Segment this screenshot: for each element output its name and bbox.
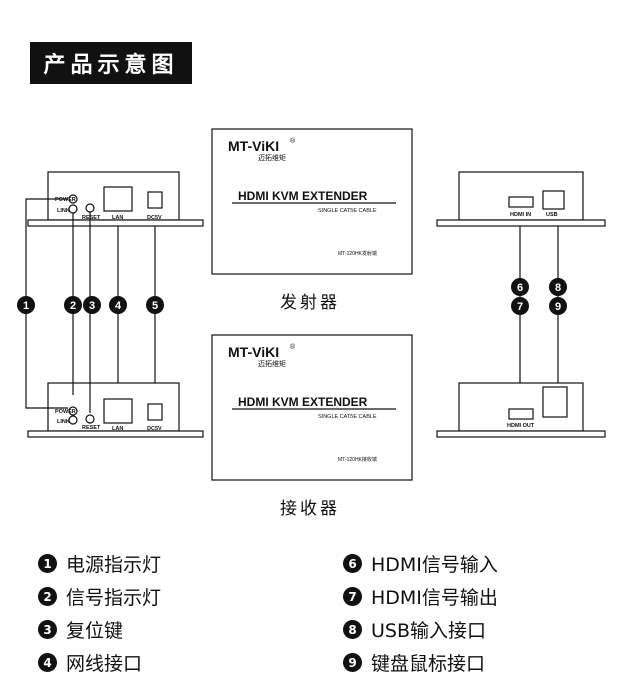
legend-item-8: 8 USB输入接口	[343, 616, 486, 643]
reset-button-bottom	[85, 414, 95, 424]
callout-8: 8	[555, 282, 561, 294]
cable-label-top: SINGLE CAT5E CABLE	[318, 208, 377, 214]
legend-text: 键盘鼠标接口	[371, 653, 486, 675]
sender-right-body	[458, 171, 584, 221]
product-name-top: HDMI KVM EXTENDER	[238, 189, 368, 203]
brand-reg-top: ®	[290, 137, 296, 145]
legend-num: 9	[343, 653, 362, 672]
sender-caption: 发射器	[280, 293, 340, 313]
reset-label-bottom: RESET	[82, 425, 101, 431]
product-name-bottom: HDMI KVM EXTENDER	[238, 395, 368, 409]
legend-num: 8	[343, 620, 362, 639]
legend-num: 7	[343, 587, 362, 606]
lan-label-bottom: LAN	[112, 426, 123, 432]
brand-logo-top: MT-ViKI	[228, 138, 279, 154]
hdmi-in-port	[508, 196, 534, 208]
dc-port-bottom	[147, 403, 163, 421]
legend-text: 复位键	[66, 620, 124, 642]
legend-num: 6	[343, 554, 362, 573]
power-led-top	[68, 194, 78, 204]
legend-item-3: 3 复位键	[38, 616, 123, 643]
lan-label-top: LAN	[112, 215, 123, 221]
sender-left-plate	[27, 219, 204, 227]
usb-label: USB	[546, 212, 558, 218]
receiver-left-plate	[27, 430, 204, 438]
brand-sub-bottom: 迈拓维矩	[258, 359, 286, 368]
power-led-bottom	[68, 406, 78, 416]
callout-2: 2	[70, 300, 76, 312]
brand-sub-top: 迈拓维矩	[258, 153, 286, 162]
brand-reg-bottom: ®	[290, 343, 296, 351]
legend-item-7: 7 HDMI信号输出	[343, 583, 498, 610]
legend-text: HDMI信号输入	[371, 554, 498, 576]
legend-num: 3	[38, 620, 57, 639]
link-label-bottom: LINK	[57, 419, 70, 425]
lan-port-bottom	[103, 398, 133, 424]
usb-port	[542, 190, 565, 210]
receiver-caption: 接收器	[280, 499, 340, 519]
legend-num: 1	[38, 554, 57, 573]
legend-num: 4	[38, 653, 57, 672]
hdmi-out-label: HDMI OUT	[507, 423, 535, 429]
legend-text: USB输入接口	[371, 620, 487, 642]
hdmi-in-label: HDMI IN	[510, 212, 531, 218]
brand-logo-bottom: MT-ViKI	[228, 344, 279, 360]
receiver-box	[211, 334, 413, 481]
power-label-bottom: POWER	[55, 409, 76, 415]
callout-4: 4	[115, 300, 122, 312]
callout-7: 7	[517, 301, 523, 313]
legend-item-4: 4 网线接口	[38, 649, 142, 676]
legend-item-9: 9 键盘鼠标接口	[343, 649, 485, 676]
callout-6: 6	[517, 282, 523, 294]
legend-text: HDMI信号输出	[371, 587, 498, 609]
legend-item-1: 1 电源指示灯	[38, 550, 161, 577]
receiver-right-body	[458, 382, 584, 432]
sender-box	[211, 128, 413, 275]
sender-model: MT-120HK发射端	[338, 250, 377, 257]
reset-label-top: RESET	[82, 215, 101, 221]
legend-text: 信号指示灯	[66, 587, 162, 609]
sender-right-plate	[436, 219, 606, 227]
legend-item-6: 6 HDMI信号输入	[343, 550, 498, 577]
diagram-title: 产品示意图	[30, 42, 192, 84]
callout-1: 1	[23, 300, 29, 312]
legend-text: 网线接口	[66, 653, 143, 675]
receiver-right-plate	[436, 430, 606, 438]
hdmi-out-port	[508, 408, 534, 420]
callout-3: 3	[89, 300, 95, 312]
power-label-top: POWER	[55, 197, 76, 203]
kvm-port	[542, 386, 568, 418]
cable-label-bottom: SINGLE CAT5E CABLE	[318, 414, 377, 420]
legend-num: 2	[38, 587, 57, 606]
dc-label-bottom: DC5V	[147, 426, 162, 432]
receiver-model: MT-120HK接收端	[338, 456, 377, 463]
legend-item-2: 2 信号指示灯	[38, 583, 161, 610]
callout-9: 9	[555, 301, 561, 313]
link-led-bottom	[68, 415, 78, 425]
lan-port-top	[103, 186, 133, 212]
dc-label-top: DC5V	[147, 215, 162, 221]
dc-port-top	[147, 191, 163, 209]
link-label-top: LINK	[57, 208, 70, 214]
callout-5: 5	[152, 300, 158, 312]
legend-text: 电源指示灯	[66, 554, 162, 576]
